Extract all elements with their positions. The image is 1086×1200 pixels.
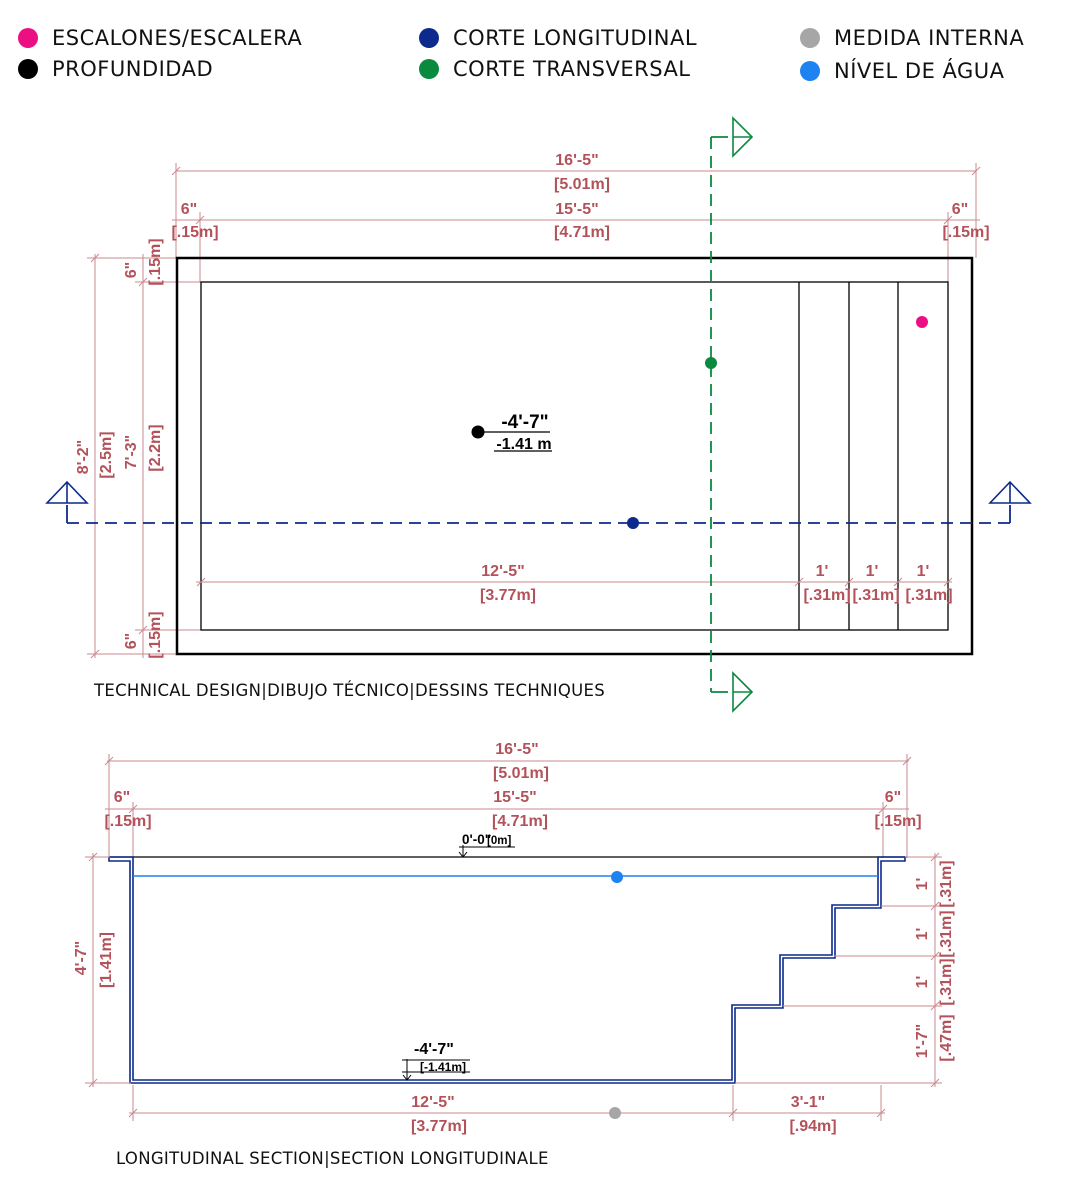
plan-total-width-ft: 8'-2" xyxy=(75,440,92,475)
legend-internal-label: MEDIDA INTERNA xyxy=(834,26,1025,50)
section-bottom-dimensions xyxy=(128,1085,886,1121)
section-floor-length-ft: 12'-5" xyxy=(411,1094,454,1111)
legend-water: NÍVEL DE ÁGUA xyxy=(800,59,1005,83)
section-step3-height-ft: 1' xyxy=(914,976,931,989)
plan-step2-width-m: [.31m] xyxy=(852,587,899,604)
plan-depth-m: -1.41 m xyxy=(496,436,551,453)
internal-dot-icon xyxy=(800,28,820,48)
section-height-ft: 4'-7" xyxy=(73,941,90,976)
internal-measure-marker-icon xyxy=(609,1107,621,1119)
legend-internal: MEDIDA INTERNA xyxy=(800,26,1024,50)
depth-marker-icon xyxy=(471,425,485,439)
plan-total-width-m: [2.5m] xyxy=(98,431,115,478)
section-caption: LONGITUDINAL SECTION|SECTION LONGITUDINA… xyxy=(116,1149,549,1168)
legend-water-label: NÍVEL DE ÁGUA xyxy=(834,59,1005,83)
plan-wall-right-ft: 6" xyxy=(952,201,968,218)
plan-caption: TECHNICAL DESIGN|DIBUJO TÉCNICO|DESSINS … xyxy=(93,681,605,700)
plan-inner-length-m: [4.71m] xyxy=(554,224,610,241)
legend-transversal: CORTE TRANSVERSAL xyxy=(419,57,691,81)
legend-depth-label: PROFUNDIDAD xyxy=(52,57,214,81)
plan-wall-left-m: [.15m] xyxy=(171,224,218,241)
plan-inner-width-ft: 7'-3" xyxy=(123,435,140,470)
section-wall-right-ft: 6" xyxy=(885,789,901,806)
plan-step1-width-ft: 1' xyxy=(816,563,829,580)
plan-inner-width-m: [2.2m] xyxy=(147,424,164,471)
water-level-marker-icon xyxy=(611,871,623,883)
section-step4-height-ft: 1'-7" xyxy=(914,1024,931,1059)
depth-dot-icon xyxy=(18,59,38,79)
plan-total-length-ft: 16'-5" xyxy=(555,152,598,169)
section-step1-height-m: [.31m] xyxy=(938,860,955,907)
section-step2-height-m: [.31m] xyxy=(938,910,955,957)
plan-depth-ft: -4'-7" xyxy=(501,412,548,433)
legend-depth: PROFUNDIDAD xyxy=(18,57,213,81)
section-inner-length-m: [4.71m] xyxy=(492,813,548,830)
plan-view: 16'-5" [5.01m] 15'-5" [4.71m] 6" [.15m] … xyxy=(45,116,1032,713)
section-step3-height-m: [.31m] xyxy=(938,958,955,1005)
section-step4-height-m: [.47m] xyxy=(938,1014,955,1061)
plan-left-dimensions xyxy=(87,253,202,659)
plan-wall-bottom-m: [.15m] xyxy=(147,611,164,658)
section-stairs-length-m: [.94m] xyxy=(789,1118,836,1135)
longitudinal-dot-icon xyxy=(419,28,439,48)
legend-longitudinal-label: CORTE LONGITUDINAL xyxy=(453,26,698,50)
section-stairs-length-ft: 3'-1" xyxy=(791,1094,826,1111)
plan-step3-width-m: [.31m] xyxy=(905,587,952,604)
legend-longitudinal: CORTE LONGITUDINAL xyxy=(419,26,697,50)
section-top-level-marker-icon xyxy=(458,845,515,858)
legend-transversal-label: CORTE TRANSVERSAL xyxy=(453,57,691,81)
plan-inner-wall xyxy=(200,281,949,631)
steps-dot-icon xyxy=(18,28,38,48)
plan-step2-width-ft: 1' xyxy=(866,563,879,580)
steps-marker-icon xyxy=(916,316,928,328)
section-depth-marker-icon xyxy=(402,1059,470,1081)
section-height-m: [1.41m] xyxy=(98,932,115,988)
legend-steps-label: ESCALONES/ESCALERA xyxy=(52,26,303,50)
section-top-dimensions xyxy=(104,754,912,858)
longitudinal-cut-line xyxy=(66,505,1011,524)
plan-top-dimensions xyxy=(171,163,981,282)
section-floor-length-m: [3.77m] xyxy=(411,1118,467,1135)
section-view: 16'-5" [5.01m] 15'-5" [4.71m] 6" [.15m] … xyxy=(73,741,955,1168)
section-top-level-m: [0m] xyxy=(487,835,511,847)
section-step2-height-ft: 1' xyxy=(914,928,931,941)
section-inner-length-ft: 15'-5" xyxy=(493,789,536,806)
legend-steps: ESCALONES/ESCALERA xyxy=(18,26,302,50)
section-depth-m: [-1.41m] xyxy=(420,1060,466,1074)
section-total-length-ft: 16'-5" xyxy=(495,741,538,758)
longitudinal-cut-arrow-left-icon xyxy=(45,480,89,504)
section-right-dimensions xyxy=(735,852,942,1088)
section-depth-ft: -4'-7" xyxy=(414,1041,454,1058)
plan-wall-bottom-ft: 6" xyxy=(123,633,140,649)
plan-inner-length-ft: 15'-5" xyxy=(555,201,598,218)
plan-outer-wall xyxy=(175,256,974,656)
transversal-marker-icon xyxy=(705,357,717,369)
plan-wall-right-m: [.15m] xyxy=(942,224,989,241)
plan-total-length-m: [5.01m] xyxy=(554,176,610,193)
section-top-level: 0'-0" xyxy=(462,832,491,847)
section-wall-left-m: [.15m] xyxy=(104,813,151,830)
longitudinal-cut-arrow-right-icon xyxy=(988,480,1032,504)
plan-floor-dimensions xyxy=(196,577,953,587)
plan-wall-top-ft: 6" xyxy=(123,262,140,278)
section-pool-outline xyxy=(108,856,906,1084)
section-step1-height-ft: 1' xyxy=(914,878,931,891)
plan-wall-left-ft: 6" xyxy=(181,201,197,218)
section-wall-left-ft: 6" xyxy=(114,789,130,806)
section-total-length-m: [5.01m] xyxy=(493,765,549,782)
plan-floor-length-m: [3.77m] xyxy=(480,587,536,604)
section-left-dimensions xyxy=(85,852,131,1088)
plan-floor-length-ft: 12'-5" xyxy=(481,563,524,580)
transversal-cut-arrow-top-icon xyxy=(732,116,754,158)
longitudinal-marker-icon xyxy=(627,517,639,529)
transversal-dot-icon xyxy=(419,59,439,79)
plan-wall-top-m: [.15m] xyxy=(147,238,164,285)
transversal-cut-line xyxy=(710,136,728,693)
water-dot-icon xyxy=(800,61,820,81)
plan-step3-width-ft: 1' xyxy=(917,563,930,580)
transversal-cut-arrow-bottom-icon xyxy=(732,671,754,713)
plan-step1-width-m: [.31m] xyxy=(803,587,850,604)
section-wall-right-m: [.15m] xyxy=(874,813,921,830)
